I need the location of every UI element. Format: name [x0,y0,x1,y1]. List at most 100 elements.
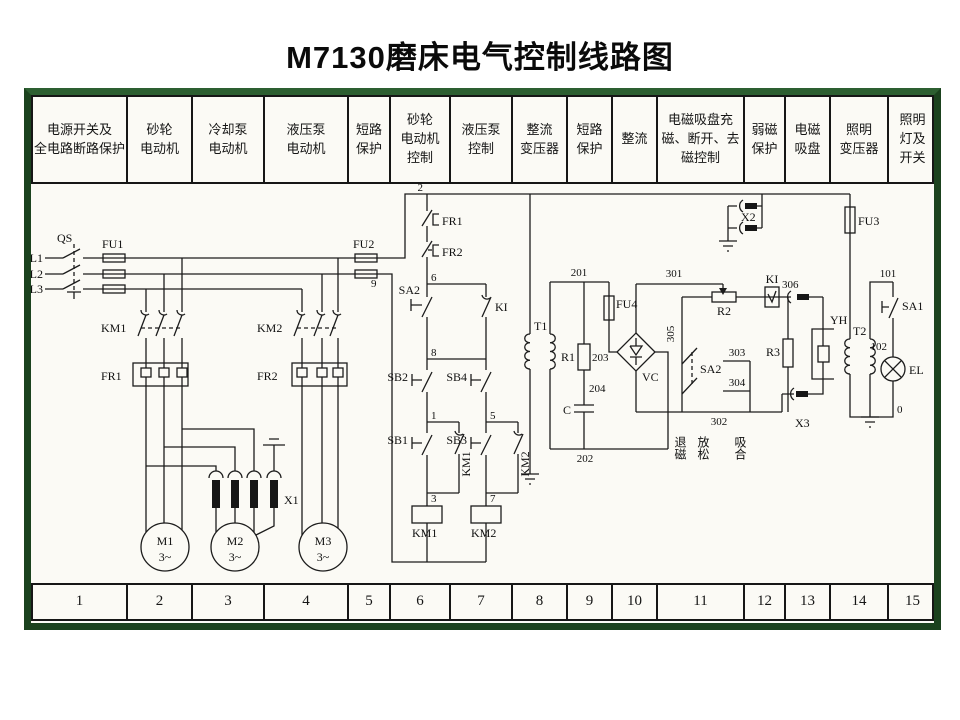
label-wire-1: 1 [431,410,437,422]
chuck-circuit: 301 R2 305 SA2 303 304 [636,268,848,460]
label-qs: QS [57,231,72,245]
label-wire-6: 6 [431,272,437,284]
footer-cell-5: 5 [349,585,391,619]
km2-coil: KM2 [470,505,502,562]
header-cell-short-protect-2: 短路 保护 [568,97,613,182]
label-fr1: FR1 [101,369,122,383]
control-ladder: 2 FR1 FR2 6 SA2 [387,184,532,562]
fr2-heater: FR2 [257,362,348,387]
sa2-switch: 305 SA2 303 304 [665,297,751,412]
motor-m1: M1 3~ [140,522,190,572]
fu4-fuse: FU4 [603,282,637,353]
header-cell-weak-field: 弱磁 保护 [745,97,786,182]
label-demagnetize: 退磁 [673,436,687,460]
m1-feed-wires [145,386,255,532]
label-fu3: FU3 [858,214,879,228]
label-km1aux: KM1 [459,451,473,476]
footer-cell-15: 15 [905,593,920,610]
label-l1: L1 [31,251,43,265]
label-km2coil: KM2 [471,526,496,540]
sa1-switch: 101 SA1 102 [871,268,923,357]
label-m2-phase: 3~ [229,550,242,564]
km1-contacts: KM1 [101,258,186,363]
label-km2: KM2 [257,321,282,335]
x1-connector: X1 [208,438,299,536]
header-cell-hydraulic-motor: 液压泵 电动机 [265,97,349,182]
sb1-button: SB1 [387,422,433,506]
rc-network: 201 R1 203 C 204 202 [550,267,668,465]
column-header-row: 电源开关及 全电路断路保护 砂轮 电动机 冷却泵 电动机 液压泵 电动机 短路 … [31,95,934,184]
label-sb1: SB1 [387,433,408,447]
label-r1: R1 [561,350,575,364]
km1-coil: KM1 [411,505,443,562]
ki-relay: KI 306 [764,272,799,308]
header-cell-magnetic-chuck: 电磁 吸盘 [786,97,831,182]
label-wire-2: 2 [418,184,424,194]
fr1-heater: FR1 [101,362,189,387]
sa2-contact: SA2 [399,283,433,359]
label-wire-202: 202 [577,453,594,465]
header-cell-coolant-motor: 冷却泵 电动机 [193,97,265,182]
fr1-contact: FR1 [421,209,463,242]
label-el: EL [909,363,924,377]
label-m2: M2 [227,534,244,548]
label-km2aux: KM2 [518,451,532,476]
km1-aux-contact: KM1 [427,421,473,494]
label-fu2: FU2 [353,237,374,251]
qs-switch: QS [57,231,81,299]
label-sb2: SB2 [387,370,408,384]
header-cell-wheel-motor: 砂轮 电动机 [128,97,193,182]
label-c: C [563,403,571,417]
x2-connector: X2 [719,194,763,252]
label-wire-5: 5 [490,410,496,422]
r1-resistor: R1 203 [561,282,609,371]
header-cell-rect-transformer: 整流 变压器 [513,97,568,182]
footer-cell-8: 8 [513,585,568,619]
fr2-contact: FR2 [421,240,463,284]
x-plug-306 [787,290,824,329]
r2-rheostat: R2 [682,284,791,318]
footer-cell-9: 9 [568,585,613,619]
sb2-button: SB2 [387,359,433,422]
label-m3-phase: 3~ [317,550,330,564]
header-cell-rectifier: 整流 [613,97,658,182]
label-wire-101: 101 [880,268,897,280]
label-wire-203: 203 [592,352,609,364]
label-sa2c: SA2 [399,283,420,297]
footer-cell-10: 10 [613,585,658,619]
label-fr2: FR2 [257,369,278,383]
fu2-fuses: FU2 9 [353,237,378,290]
fu3-fuse: FU3 [844,194,879,339]
label-km1coil: KM1 [412,526,437,540]
label-yh: YH [830,313,848,327]
label-wire-0: 0 [897,404,903,416]
label-wire-9: 9 [371,278,377,290]
label-wire-302: 302 [711,416,728,428]
label-sb4: SB4 [446,370,467,384]
footer-cell-7: 7 [451,585,513,619]
header-cell-wheel-control: 砂轮 电动机 控制 [391,97,451,182]
header-cell-power-protection: 电源开关及 全电路断路保护 [33,97,128,182]
label-wire-3: 3 [431,493,437,505]
label-fu4: FU4 [616,297,637,311]
label-sa2b: SA2 [700,362,721,376]
label-t1: T1 [534,319,547,333]
label-r3: R3 [766,345,780,359]
page-title: M7130磨床电气控制线路图 [286,40,674,75]
label-engage: 吸合 [733,436,747,460]
label-x3: X3 [795,416,810,430]
circuit-schematic: L1 L2 L3 QS FU1 FU2 [31,184,924,572]
t1-transformer: T1 [521,194,556,485]
label-vc: VC [642,370,659,384]
label-m1: M1 [157,534,174,548]
footer-cell-13: 13 [786,585,831,619]
label-wire-8: 8 [431,347,437,359]
ki-contact: KI [481,284,508,359]
yh-chuck: YH [811,313,848,380]
fu1-fuses: FU1 [102,237,126,294]
label-sb3: SB3 [446,433,467,447]
sb3-button: SB3 [446,422,492,506]
footer-cell-3: 3 [193,585,265,619]
label-wire-303: 303 [729,347,746,359]
motor-m2: M2 3~ [210,522,260,572]
